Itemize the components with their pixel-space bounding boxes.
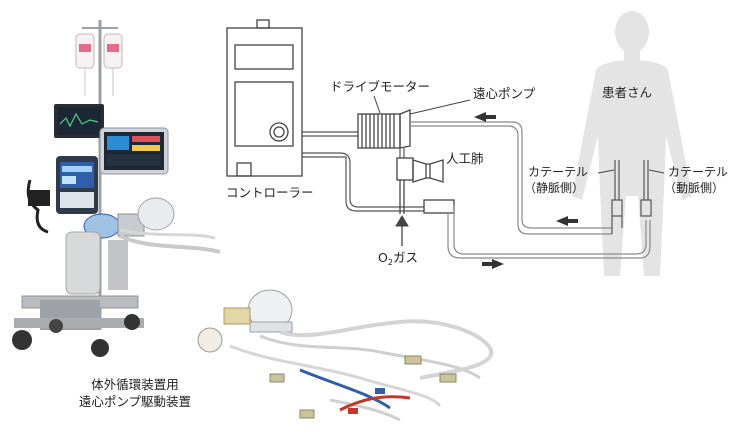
pump-drive-unit-photo [12, 20, 221, 357]
o2-gas-o: O [378, 250, 388, 265]
oxygenator-label: 人工肺 [446, 151, 484, 166]
o2-gas-label: O2ガス [378, 250, 418, 267]
arterial-catheter-icon [640, 160, 652, 217]
caption-line-1: 体外循環装置用 [91, 377, 179, 392]
circuit-tubing-photo [197, 289, 494, 422]
caption-line-2: 遠心ポンプ駆動装置 [78, 394, 192, 409]
iv-bag-icon [103, 33, 123, 96]
o2-gas-arrow-icon [395, 215, 409, 246]
catheter-arterial-label: カテーテル [668, 165, 728, 179]
iv-bag-icon [75, 33, 95, 96]
catheter-arterial-side-label: （動脈側） [664, 181, 724, 195]
o2-gas-rest: ガス [393, 250, 418, 265]
flow-arrow-left-icon [474, 112, 496, 122]
drive-motor-label: ドライブモーター [330, 79, 430, 94]
photo-caption: 体外循環装置用 遠心ポンプ駆動装置 [40, 376, 230, 410]
centrifugal-pump-head-icon [247, 289, 293, 333]
o2-gas-subscript: 2 [388, 258, 393, 267]
catheter-venous-side-label: （静脈側） [524, 181, 584, 195]
venous-catheter-icon [611, 160, 623, 234]
patient-label: 患者さん [602, 85, 652, 100]
circuit-connector [423, 199, 455, 214]
flow-arrow-left-icon [556, 216, 578, 226]
monitor-screen [54, 104, 104, 138]
flow-arrow-right-icon [482, 259, 504, 269]
centrifugal-pump-label: 遠心ポンプ [473, 86, 536, 101]
oxygenator-icon [396, 157, 444, 214]
patient-silhouette-icon [572, 11, 692, 276]
tablet-monitor [99, 127, 169, 175]
drive-motor-icon [357, 109, 411, 149]
console-unit [56, 156, 98, 214]
catheter-venous-label: カテーテル [528, 165, 588, 179]
pump-head-assembly [83, 197, 221, 254]
